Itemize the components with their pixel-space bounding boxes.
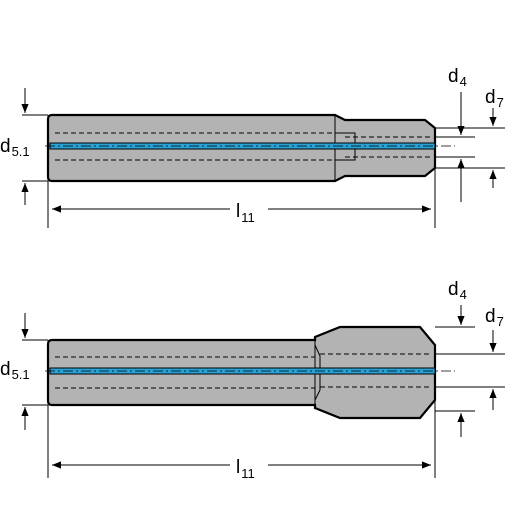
bottom-l11-label: l11 (236, 457, 255, 481)
top-l11-label: l11 (236, 201, 255, 225)
bottom-d51-label: d5.1 (0, 359, 30, 382)
top-d51-label: d5.1 (0, 136, 30, 159)
bottom-view: d5.1 l11 d4 d7 (0, 279, 505, 481)
top-view: d5.1 l11 d4 d7 (0, 66, 505, 228)
top-d7-label: d7 (485, 87, 504, 110)
bottom-d7-label: d7 (485, 306, 504, 329)
top-d4-label: d4 (448, 66, 467, 89)
bottom-d4-label: d4 (448, 279, 467, 302)
